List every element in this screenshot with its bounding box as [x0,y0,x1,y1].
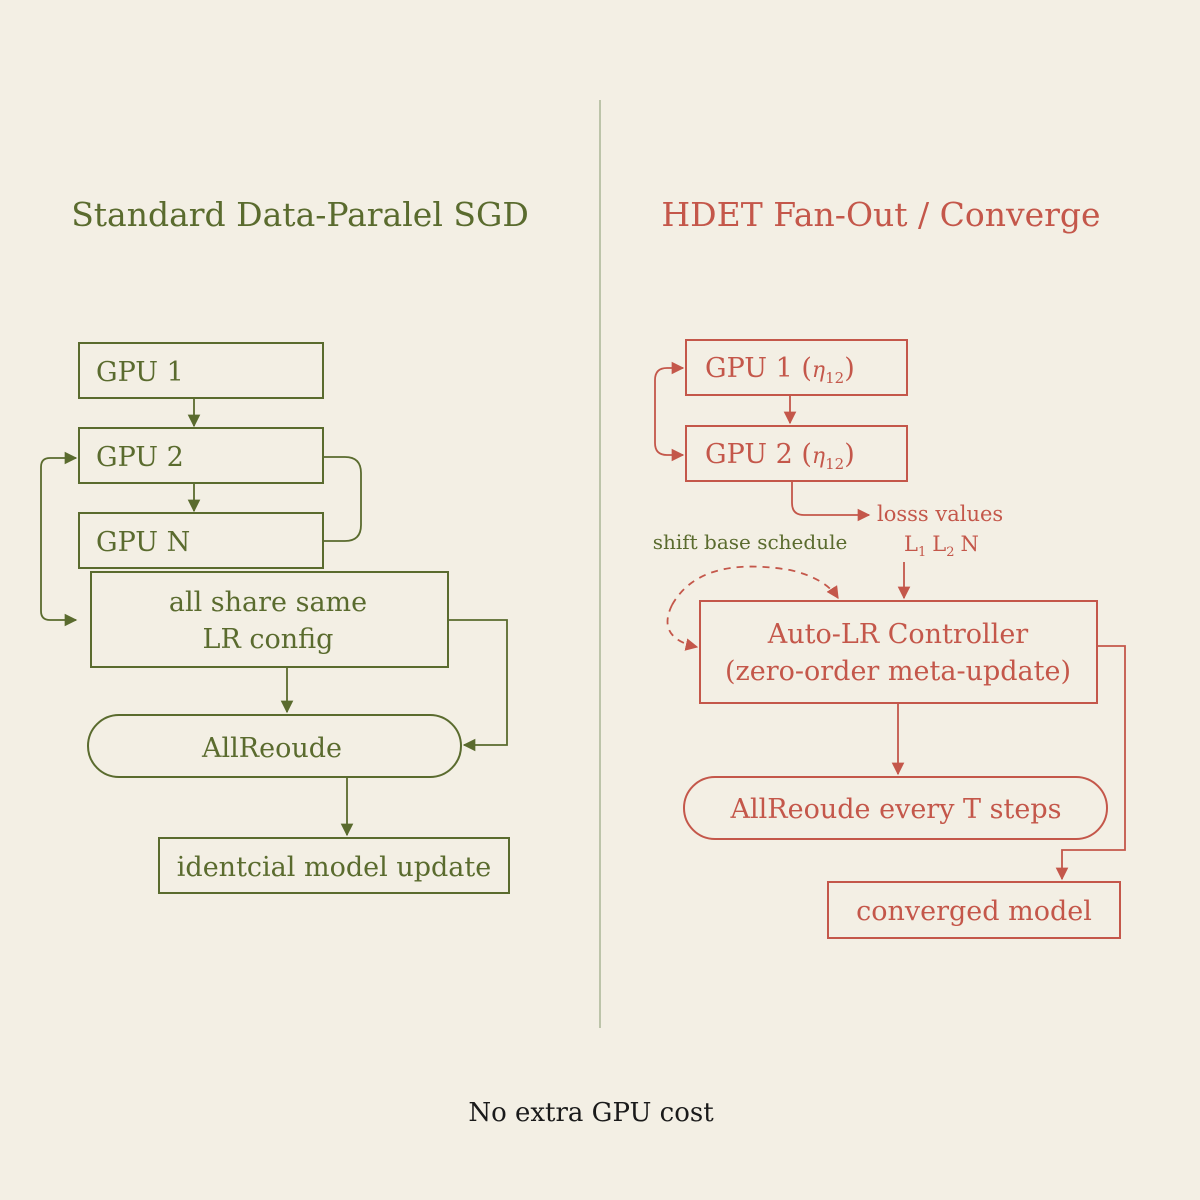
right-allreduce-pill [683,776,1108,840]
left-arrow-config-side-to-allreduce [448,619,508,752]
footer-note: No extra GPU cost [468,1098,714,1128]
right-dashed-shift-arrow-top [671,565,839,606]
left-share-config-line2: LR config [203,624,334,655]
left-update-box [158,837,510,894]
right-loop-arrow-gpu1-gpu2 [654,361,685,462]
left-allreduce-pill [87,714,462,778]
left-gpu1-label: GPU 1 [96,357,184,388]
right-shift-schedule-label: shift base schedule [653,530,848,554]
right-controller-line1: Auto-LR Controller [767,619,1029,650]
right-dashed-shift-arrow-bottom [666,604,699,651]
right-arrow-controller-to-converged [1055,645,1126,881]
left-update-label: identcial model update [177,852,491,883]
right-gpu2-box [685,425,908,482]
right-allreduce-label: AllReoude every T steps [730,794,1062,825]
left-gpun-label: GPU N [96,527,190,558]
left-gpu2-label: GPU 2 [96,442,184,473]
right-arrow-gpu2-to-loss [791,481,871,522]
left-loop-arrow-to-gpu2 [40,451,78,627]
left-panel-title: Standard Data-Paralel SGD [71,195,529,234]
right-controller-box [699,600,1098,704]
right-gpu2-label: GPU 2 (η12) [705,439,855,473]
right-converged-box [827,881,1121,939]
right-controller-line2: (zero-order meta-update) [725,656,1071,687]
right-gpu1-label: GPU 1 (η12) [705,353,855,387]
right-converged-label: converged model [856,896,1092,927]
left-bracket-gpu2-gpun [323,456,362,542]
left-gpu1-box [78,342,324,399]
left-gpu2-box [78,427,324,484]
left-share-config-line1: all share same [169,587,367,618]
right-panel-title: HDET Fan-Out / Converge [661,195,1100,234]
right-gpu1-box [685,339,908,396]
right-loss-values-label: losss values [877,502,1003,526]
left-allreduce-label: AllReoude [201,733,342,764]
